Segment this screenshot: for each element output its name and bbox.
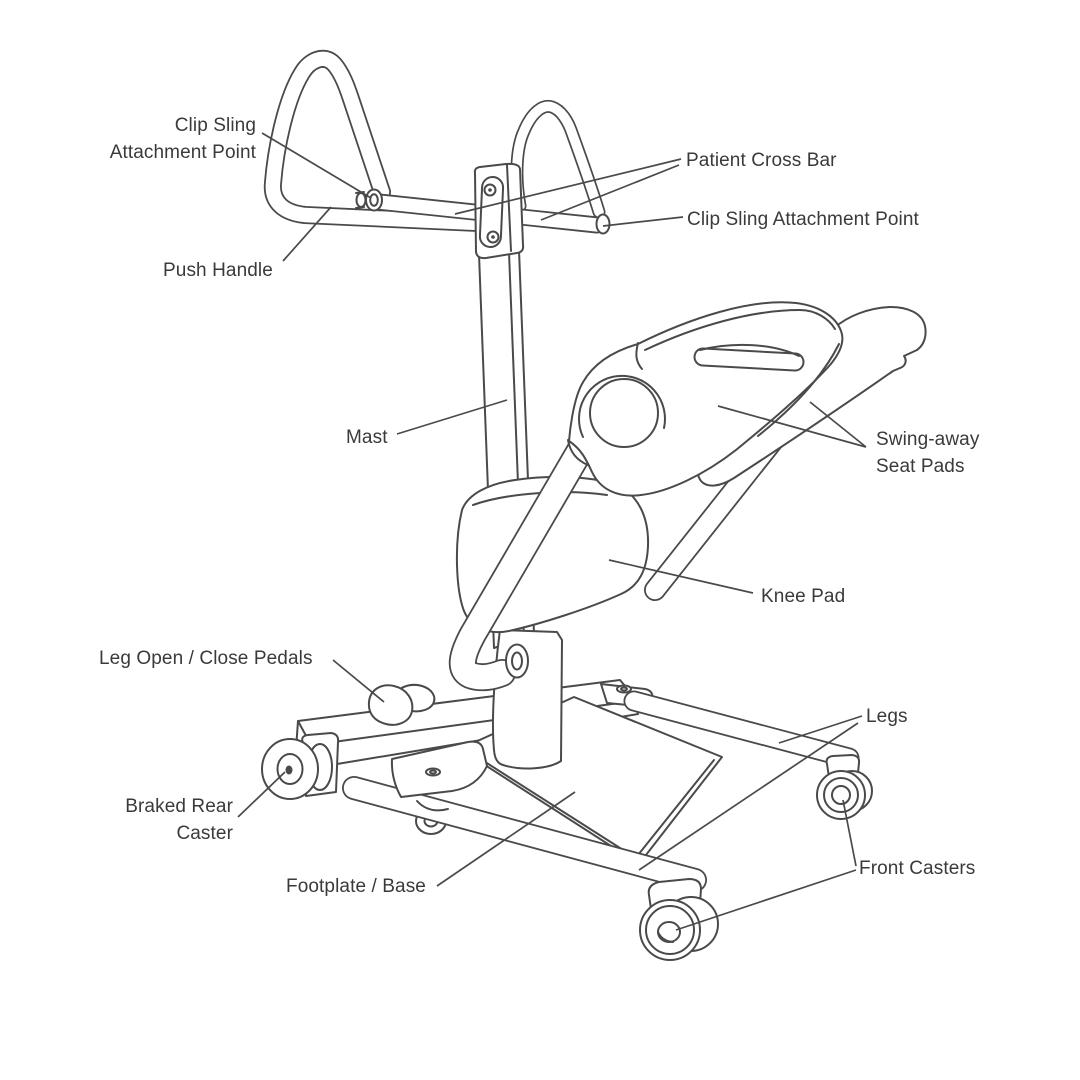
leader-lines	[237, 132, 867, 931]
label-push-handle: Push Handle	[163, 260, 273, 281]
lift-arm-drawing	[448, 416, 606, 692]
label-knee-pad: Knee Pad	[761, 586, 846, 607]
clip-sling-attachment-stud-drawing	[355, 188, 383, 212]
label-clip-sling-attachment-point-left: Clip Sling Attachment Point	[109, 115, 256, 163]
label-footplate-base: Footplate / Base	[286, 876, 426, 897]
front-left-caster-drawing	[639, 878, 719, 961]
leg-pedals-drawing	[367, 683, 436, 726]
label-braked-rear-caster: Braked Rear Caster	[125, 796, 233, 844]
left-leg-bracket-drawing	[390, 740, 488, 812]
front-right-caster-drawing	[816, 754, 873, 820]
knee-pad-column-drawing	[491, 629, 563, 770]
label-swing-away-seat-pads: Swing-away Seat Pads	[876, 429, 980, 477]
label-front-casters: Front Casters	[859, 858, 976, 879]
push-handle-left-loop-drawing	[263, 49, 488, 232]
braked-rear-caster-drawing	[261, 732, 340, 800]
right-leg-drawing	[623, 690, 860, 769]
label-mast: Mast	[346, 427, 388, 448]
label-clip-sling-attachment-point-right: Clip Sling Attachment Point	[687, 209, 919, 230]
left-leg-drawing	[342, 776, 707, 892]
push-handle-right-loop-drawing	[510, 99, 606, 219]
label-legs: Legs	[866, 706, 908, 727]
label-leg-open-close-pedals: Leg Open / Close Pedals	[99, 648, 313, 669]
label-patient-cross-bar: Patient Cross Bar	[686, 150, 837, 171]
main-seat-pad-drawing	[567, 301, 844, 497]
